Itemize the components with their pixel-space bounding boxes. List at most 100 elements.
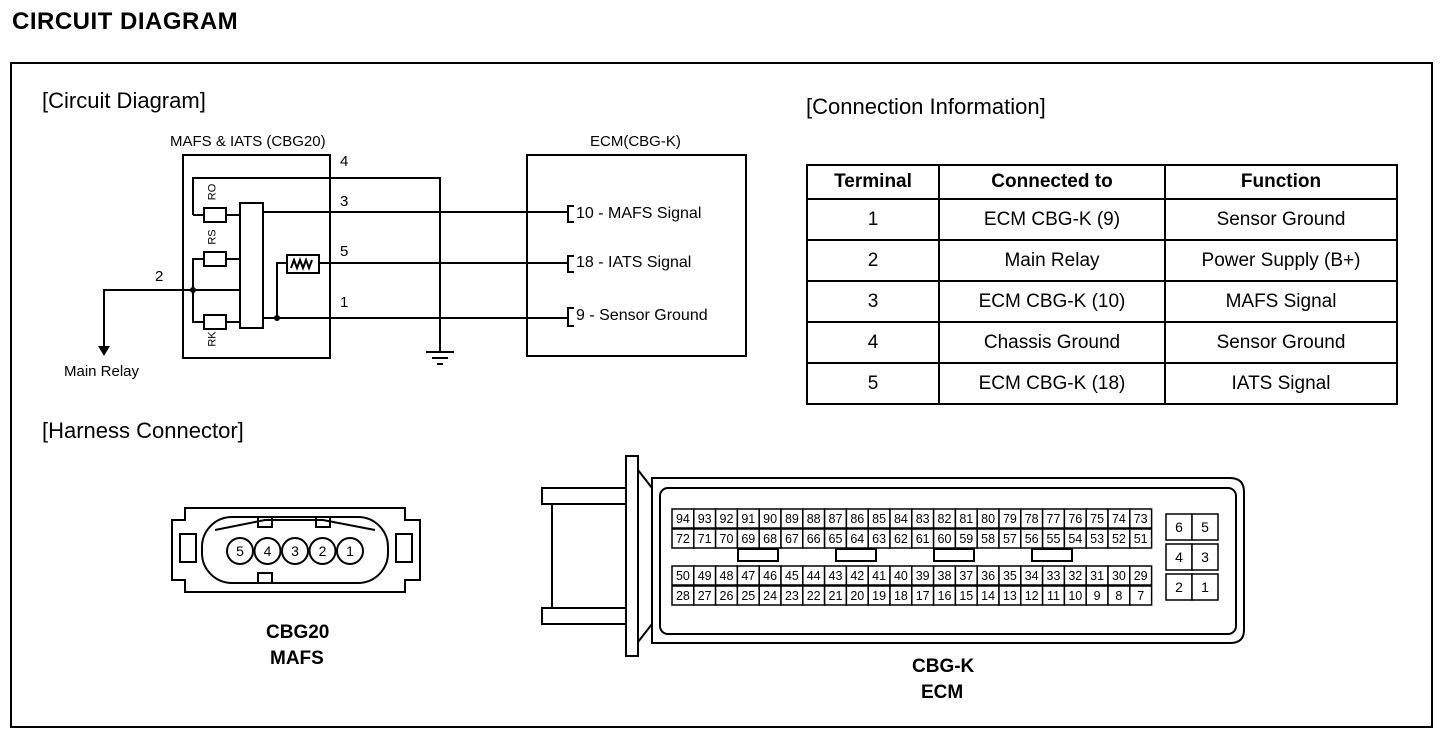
ecm-pin: 71 (693, 528, 717, 549)
ecm-connector-code: CBG-K (912, 656, 975, 677)
ecm-pin-label: 94 (676, 512, 690, 526)
wire-2 (103, 289, 193, 348)
ecm-pin-label: 69 (741, 532, 755, 546)
ecm-pin: 24 (758, 585, 782, 606)
wire-number-4: 4 (340, 153, 349, 170)
ecm-pin-label: 42 (850, 569, 864, 583)
ecm-pin: 72 (671, 528, 695, 549)
ecm-pin: 90 (758, 508, 782, 529)
ecm-pin: 17 (911, 585, 935, 606)
ecm-pin: 68 (758, 528, 782, 549)
ecm-small-pin-label: 5 (1201, 519, 1209, 535)
connected-to-cell: Main Relay (938, 239, 1166, 282)
ecm-pin-label: 44 (807, 569, 821, 583)
ecm-pin-label: 60 (938, 532, 952, 546)
ecm-pin: 80 (976, 508, 1000, 529)
ecm-pin-label: 15 (959, 589, 973, 603)
terminal-cell: 4 (806, 321, 940, 364)
ecm-pin-label: 85 (872, 512, 886, 526)
ecm-pin: 48 (714, 565, 739, 586)
ecm-pin: 41 (867, 565, 891, 586)
terminal-cell: 2 (806, 239, 940, 282)
ecm-pin: 91 (736, 508, 760, 529)
terminal-cell: 3 (806, 280, 940, 323)
ecm-pin: 45 (780, 565, 804, 586)
ecm-connector-name: ECM (921, 682, 964, 703)
ecm-pin-label: 72 (676, 532, 690, 546)
ecm-pin-label: 19 (872, 589, 886, 603)
ecm-pin: 28 (671, 585, 695, 606)
ecm-pin: 21 (823, 585, 848, 606)
ecm-pin: 26 (714, 585, 739, 606)
ecm-pin-label: 33 (1047, 569, 1061, 583)
header-connected-to: Connected to (938, 164, 1166, 200)
mafs-pin-label: 3 (291, 543, 299, 559)
ecm-pin-label: 89 (785, 512, 799, 526)
ecm-pin: 38 (932, 565, 957, 586)
mafs-connector-face (201, 516, 389, 584)
ecm-pin-label: 12 (1025, 589, 1039, 603)
ecm-pin-label: 88 (807, 512, 821, 526)
ecm-pin: 89 (780, 508, 804, 529)
ecm-pin-label: 64 (850, 532, 864, 546)
ecm-small-pin: 1 (1191, 573, 1219, 601)
ecm-pin-10-label: 10 - MAFS Signal (576, 205, 702, 222)
ecm-pin-label: 93 (698, 512, 712, 526)
ecm-pin: 52 (1107, 528, 1131, 549)
ecm-pin-label: 49 (698, 569, 712, 583)
ecm-pin-label: 74 (1112, 512, 1126, 526)
terminal-cell: 5 (806, 362, 940, 405)
ecm-small-pin-label: 4 (1175, 549, 1183, 565)
mafs-pin: 5 (226, 537, 254, 565)
ecm-pin-label: 41 (872, 569, 886, 583)
ecm-pin-label: 48 (720, 569, 734, 583)
ecm-pin-label: 82 (938, 512, 952, 526)
ecm-pin: 43 (823, 565, 848, 586)
wire-number-3: 3 (340, 193, 349, 210)
mafs-pin: 1 (336, 537, 364, 565)
ecm-pin-label: 81 (959, 512, 973, 526)
ecm-pin-label: 38 (938, 569, 952, 583)
ecm-pin: 18 (889, 585, 913, 606)
ecm-pin: 33 (1041, 565, 1066, 586)
ecm-pin: 32 (1063, 565, 1087, 586)
mafs-pin: 2 (308, 537, 337, 565)
ecm-pin: 69 (736, 528, 760, 549)
ecm-pin-label: 26 (720, 589, 734, 603)
function-cell: Power Supply (B+) (1164, 239, 1398, 282)
ecm-pin: 42 (845, 565, 869, 586)
ecm-pin-label: 51 (1134, 532, 1148, 546)
ecm-small-pin-label: 2 (1175, 579, 1183, 595)
ecm-pin: 79 (998, 508, 1022, 529)
ecm-pin: 63 (867, 528, 891, 549)
table-row: 4 Chassis Ground Sensor Ground (806, 321, 1398, 364)
ecm-pin-label: 70 (720, 532, 734, 546)
ecm-pin-label: 53 (1090, 532, 1104, 546)
header-function: Function (1164, 164, 1398, 200)
ecm-pin: 93 (693, 508, 717, 529)
wire-number-2: 2 (155, 268, 164, 285)
ecm-pin-label: 43 (829, 569, 843, 583)
ecm-pin: 54 (1063, 528, 1087, 549)
table-row: 2 Main Relay Power Supply (B+) (806, 239, 1398, 282)
ecm-pin-label: 83 (916, 512, 930, 526)
ecm-pin: 73 (1129, 508, 1153, 529)
main-relay-label: Main Relay (64, 363, 140, 380)
ecm-pin-label: 50 (676, 569, 690, 583)
ecm-pin: 81 (954, 508, 978, 529)
ecm-pin: 67 (780, 528, 804, 549)
ecm-pin: 25 (736, 585, 760, 606)
ecm-pin: 31 (1085, 565, 1109, 586)
ecm-pin: 29 (1129, 565, 1153, 586)
ecm-pin-label: 24 (763, 589, 777, 603)
ecm-pin: 77 (1041, 508, 1066, 529)
thermistor-zigzag (290, 257, 313, 271)
table-row: 3 ECM CBG-K (10) MAFS Signal (806, 280, 1398, 323)
function-cell: Sensor Ground (1164, 321, 1398, 364)
ecm-pin-label: 56 (1025, 532, 1039, 546)
harness-section-title: [Harness Connector] (42, 418, 244, 443)
ecm-pin: 66 (802, 528, 826, 549)
ecm-pin-label: 52 (1112, 532, 1126, 546)
